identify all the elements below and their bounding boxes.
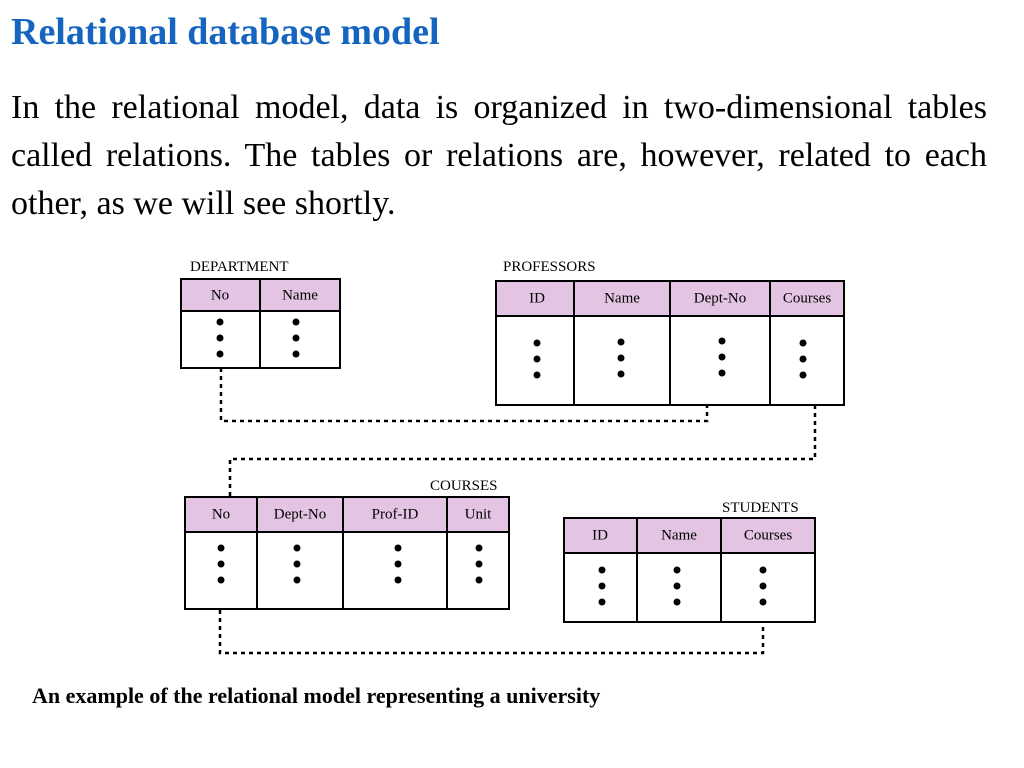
slide-title: Relational database model bbox=[11, 11, 440, 53]
table-department: DEPARTMENT No Name bbox=[180, 259, 341, 369]
ellipsis-icon bbox=[718, 337, 726, 377]
column-header-dept-no: Dept-No bbox=[274, 506, 327, 522]
body-cell bbox=[769, 315, 845, 406]
ellipsis-icon bbox=[799, 339, 807, 379]
table-courses: COURSES No Dept-No Prof-ID Unit bbox=[184, 478, 510, 610]
table-name-department: DEPARTMENT bbox=[190, 259, 289, 275]
column-header-courses: Courses bbox=[744, 527, 792, 543]
ellipsis-icon bbox=[673, 566, 681, 606]
intro-paragraph: In the relational model, data is organiz… bbox=[11, 89, 987, 222]
column-header-prof-id: Prof-ID bbox=[372, 506, 419, 522]
header-cell bbox=[636, 517, 722, 554]
ellipsis-icon bbox=[759, 566, 767, 606]
column-header-name: Name bbox=[604, 290, 640, 306]
body-cell bbox=[342, 531, 448, 610]
header-cell bbox=[446, 496, 510, 533]
header-cell bbox=[669, 280, 771, 317]
column-header-name: Name bbox=[282, 287, 318, 303]
body-cell bbox=[669, 315, 771, 406]
relationship-links bbox=[218, 368, 817, 655]
column-header-name: Name bbox=[661, 527, 697, 543]
body-cell bbox=[720, 552, 816, 623]
ellipsis-icon bbox=[533, 339, 541, 379]
link-professors-courses bbox=[228, 405, 817, 496]
table-name-students: STUDENTS bbox=[722, 500, 799, 516]
header-cell bbox=[342, 496, 448, 533]
header-cell bbox=[256, 496, 344, 533]
column-header-no: No bbox=[211, 287, 229, 303]
ellipsis-icon bbox=[216, 318, 224, 358]
ellipsis-icon bbox=[617, 338, 625, 378]
body-cell bbox=[446, 531, 510, 610]
table-professors: PROFESSORS ID Name Dept-No Courses bbox=[495, 259, 845, 406]
header-cell bbox=[495, 280, 575, 317]
body-cell bbox=[256, 531, 344, 610]
body-cell bbox=[259, 310, 341, 369]
header-cell bbox=[184, 496, 258, 533]
link-department-professors bbox=[219, 368, 709, 423]
column-header-dept-no: Dept-No bbox=[694, 290, 747, 306]
table-name-courses: COURSES bbox=[430, 478, 498, 494]
header-cell bbox=[720, 517, 816, 554]
column-header-courses: Courses bbox=[783, 290, 831, 306]
column-header-id: ID bbox=[529, 290, 545, 306]
table-students: STUDENTS ID Name Courses bbox=[563, 500, 816, 623]
ellipsis-icon bbox=[292, 318, 300, 358]
ellipsis-icon bbox=[475, 544, 483, 584]
ellipsis-icon bbox=[217, 544, 225, 584]
column-header-unit: Unit bbox=[465, 506, 493, 522]
figure-caption: An example of the relational model repre… bbox=[32, 683, 601, 708]
link-courses-students bbox=[218, 610, 765, 655]
ellipsis-icon bbox=[598, 566, 606, 606]
column-header-no: No bbox=[212, 506, 230, 522]
column-header-id: ID bbox=[592, 527, 608, 543]
ellipsis-icon bbox=[293, 544, 301, 584]
header-cell bbox=[573, 280, 671, 317]
ellipsis-icon bbox=[394, 544, 402, 584]
table-name-professors: PROFESSORS bbox=[503, 259, 596, 275]
body-cell bbox=[184, 531, 258, 610]
